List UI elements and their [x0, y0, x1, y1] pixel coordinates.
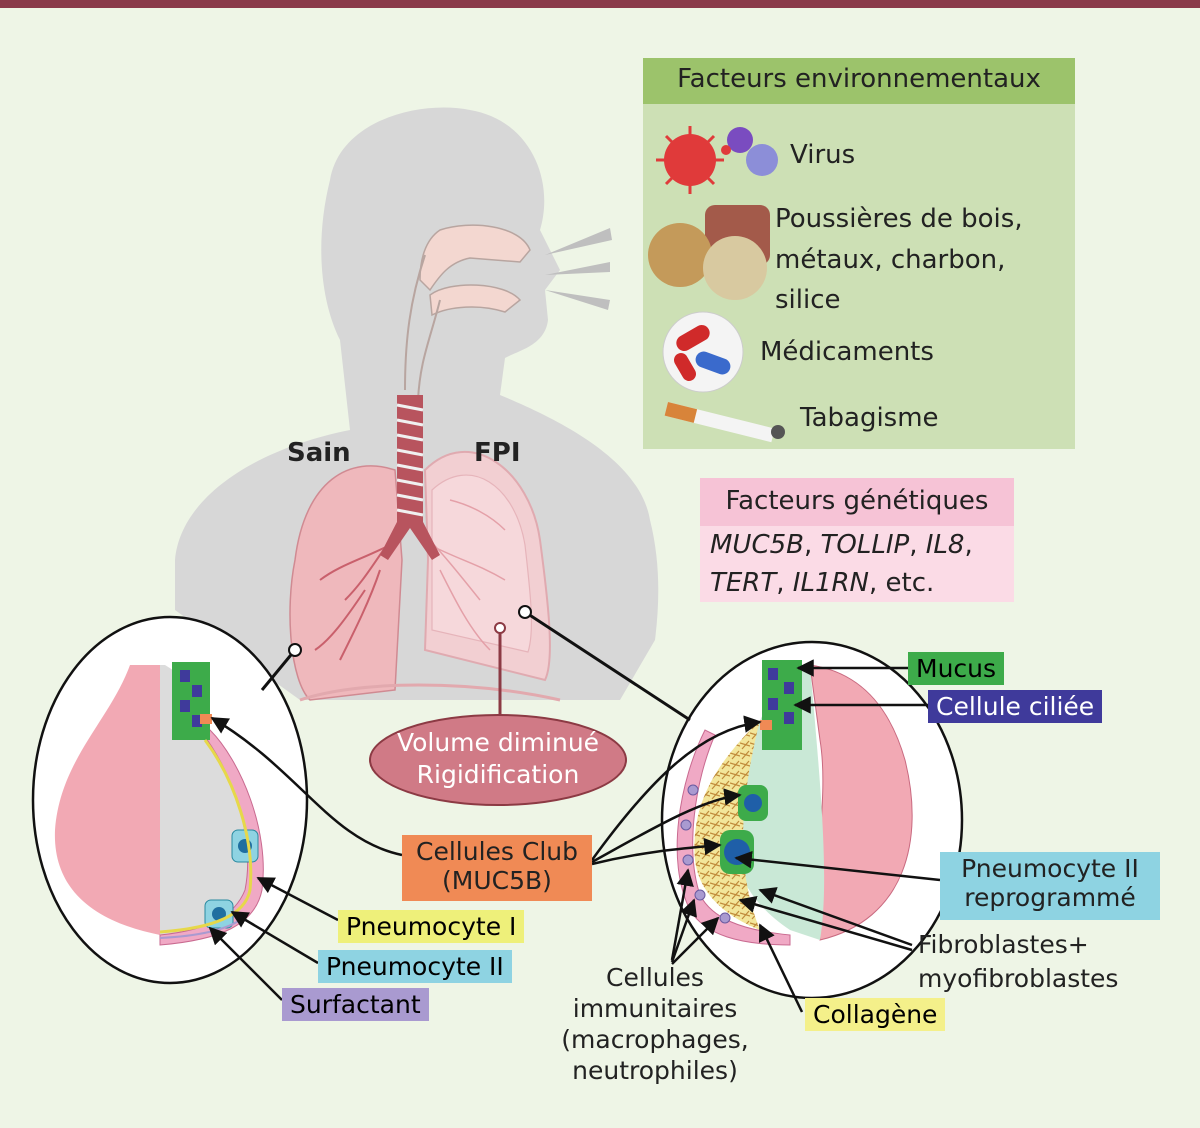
fpi-club-cell: [760, 720, 772, 730]
cilie-tag: Cellule ciliée: [928, 690, 1103, 723]
mucus-tag: Mucus: [908, 652, 1005, 685]
mouth-cavity: [429, 284, 522, 317]
gen-title: Facteurs génétiques: [725, 486, 989, 516]
alveolus-fpi-fibrosis: [694, 720, 760, 930]
dust-icon: [648, 205, 770, 300]
label-smoking: Tabagisme: [800, 403, 939, 433]
lung-healthy: [289, 465, 403, 701]
bronchi-main: [380, 520, 440, 560]
healthy-pneumocyte1-layer: [159, 739, 253, 934]
gen-line-2: TERT, IL1RN, etc.: [710, 568, 934, 598]
gene-sep-3: ,: [964, 530, 973, 560]
arrow-club-fpi-2: [591, 788, 742, 864]
arrow-pneumo1: [256, 876, 339, 922]
gene-sep-2: ,: [909, 530, 926, 560]
gene-etc: , etc.: [869, 568, 935, 598]
env-header-bg: [643, 58, 1075, 104]
env-title: Facteurs environnementaux: [677, 64, 1041, 94]
gene-tollip: TOLLIP: [820, 530, 910, 560]
label-dust-3: silice: [775, 285, 841, 315]
volume-line-2: Rigidification: [416, 760, 580, 789]
cigarette-icon: [664, 402, 785, 443]
fpi-immune-cells: [680, 784, 731, 924]
gen-panel: [700, 524, 1014, 602]
arrow-pneumo2: [230, 910, 319, 965]
club-line-1: Cellules Club: [416, 837, 578, 866]
volume-pointer-dot: [494, 622, 506, 634]
fpi-pointer-dot: [518, 605, 532, 619]
healthy-club-cell: [200, 714, 212, 724]
gene-sep-4: ,: [776, 568, 793, 598]
lung-fpi-inner: [431, 474, 533, 653]
pneumo2r-line-2: reprogrammé: [964, 883, 1136, 912]
diaphragm: [299, 683, 561, 702]
club-box: Cellules Club (MUC5B): [402, 835, 592, 901]
immune-line-2: immunitaires: [572, 994, 738, 1023]
pneumo2r-line-1: Pneumocyte II: [961, 854, 1139, 883]
trachea-rings: [396, 403, 424, 517]
virus-icon: [656, 126, 778, 194]
collagene-tag: Collagène: [805, 998, 946, 1031]
fibro-line-2: myofibroblastes: [918, 964, 1119, 993]
gene-tert: TERT: [710, 568, 777, 598]
alveolus-fpi-wall: [676, 729, 791, 946]
pneumo1-tag: Pneumocyte I: [338, 910, 525, 943]
pharynx: [404, 254, 441, 401]
gene-muc5b: MUC5B: [710, 530, 804, 560]
arrow-immune-3: [671, 916, 720, 965]
arrow-club-fpi-1: [590, 715, 762, 861]
arrow-collagene: [758, 923, 804, 1013]
immune-label: Cellules immunitaires (macrophages, neut…: [555, 962, 755, 1086]
arrow-fibro-2: [738, 895, 913, 952]
annotation-arrows: [208, 659, 941, 1013]
healthy-epithelium-cells: [180, 670, 202, 727]
breath-lines: [545, 228, 612, 310]
top-bar: [0, 0, 1200, 8]
gen-line-1: MUC5B, TOLLIP, IL8,: [710, 530, 973, 560]
arrow-club-fpi-3: [591, 837, 722, 866]
healthy-pointer-dot: [288, 643, 302, 657]
fpi-pointer-line: [524, 610, 691, 722]
surfactant-tag: Surfactant: [282, 988, 429, 1021]
label-drugs: Médicaments: [760, 337, 934, 367]
arrow-immune-2: [670, 898, 697, 963]
gene-il1rn: IL1RN: [792, 568, 870, 598]
arrow-fibro-1: [758, 887, 913, 947]
gene-sep-1: ,: [804, 530, 821, 560]
immune-line-4: neutrophiles): [572, 1056, 738, 1085]
immune-line-3: (macrophages,: [561, 1025, 749, 1054]
label-fpi: FPI: [474, 438, 521, 468]
arrow-pneumo2r: [734, 850, 941, 882]
gen-header-bg: [700, 478, 1014, 526]
healthy-pointer-line: [260, 649, 297, 691]
healthy-pneumocyte2-b-nucleus: [212, 907, 226, 921]
label-dust-1: Poussières de bois,: [775, 204, 1023, 234]
arrow-surfactant: [208, 926, 283, 1001]
club-line-2: (MUC5B): [442, 866, 552, 895]
arrow-club-healthy: [210, 716, 403, 857]
fpi-epithelium-cells: [768, 668, 794, 724]
nasal-cavity: [419, 224, 531, 292]
pneumo2-tag: Pneumocyte II: [318, 950, 512, 983]
pills-icon: [662, 311, 744, 393]
gene-il8: IL8: [925, 530, 965, 560]
volume-oval: [369, 714, 627, 806]
label-sain: Sain: [287, 438, 351, 468]
label-virus: Virus: [790, 140, 856, 170]
alveolus-healthy-lumen: [54, 665, 165, 935]
arrow-immune-1: [670, 868, 694, 961]
trachea: [397, 395, 423, 525]
pneumo2r-box: Pneumocyte II reprogrammé: [940, 852, 1160, 920]
healthy-epithelium-green: [172, 662, 210, 740]
fibro-line-1: Fibroblastes+: [918, 930, 1089, 959]
volume-line-1: Volume diminué: [396, 728, 600, 757]
label-dust-2: métaux, charbon,: [775, 245, 1006, 275]
immune-line-1: Cellules: [606, 963, 704, 992]
